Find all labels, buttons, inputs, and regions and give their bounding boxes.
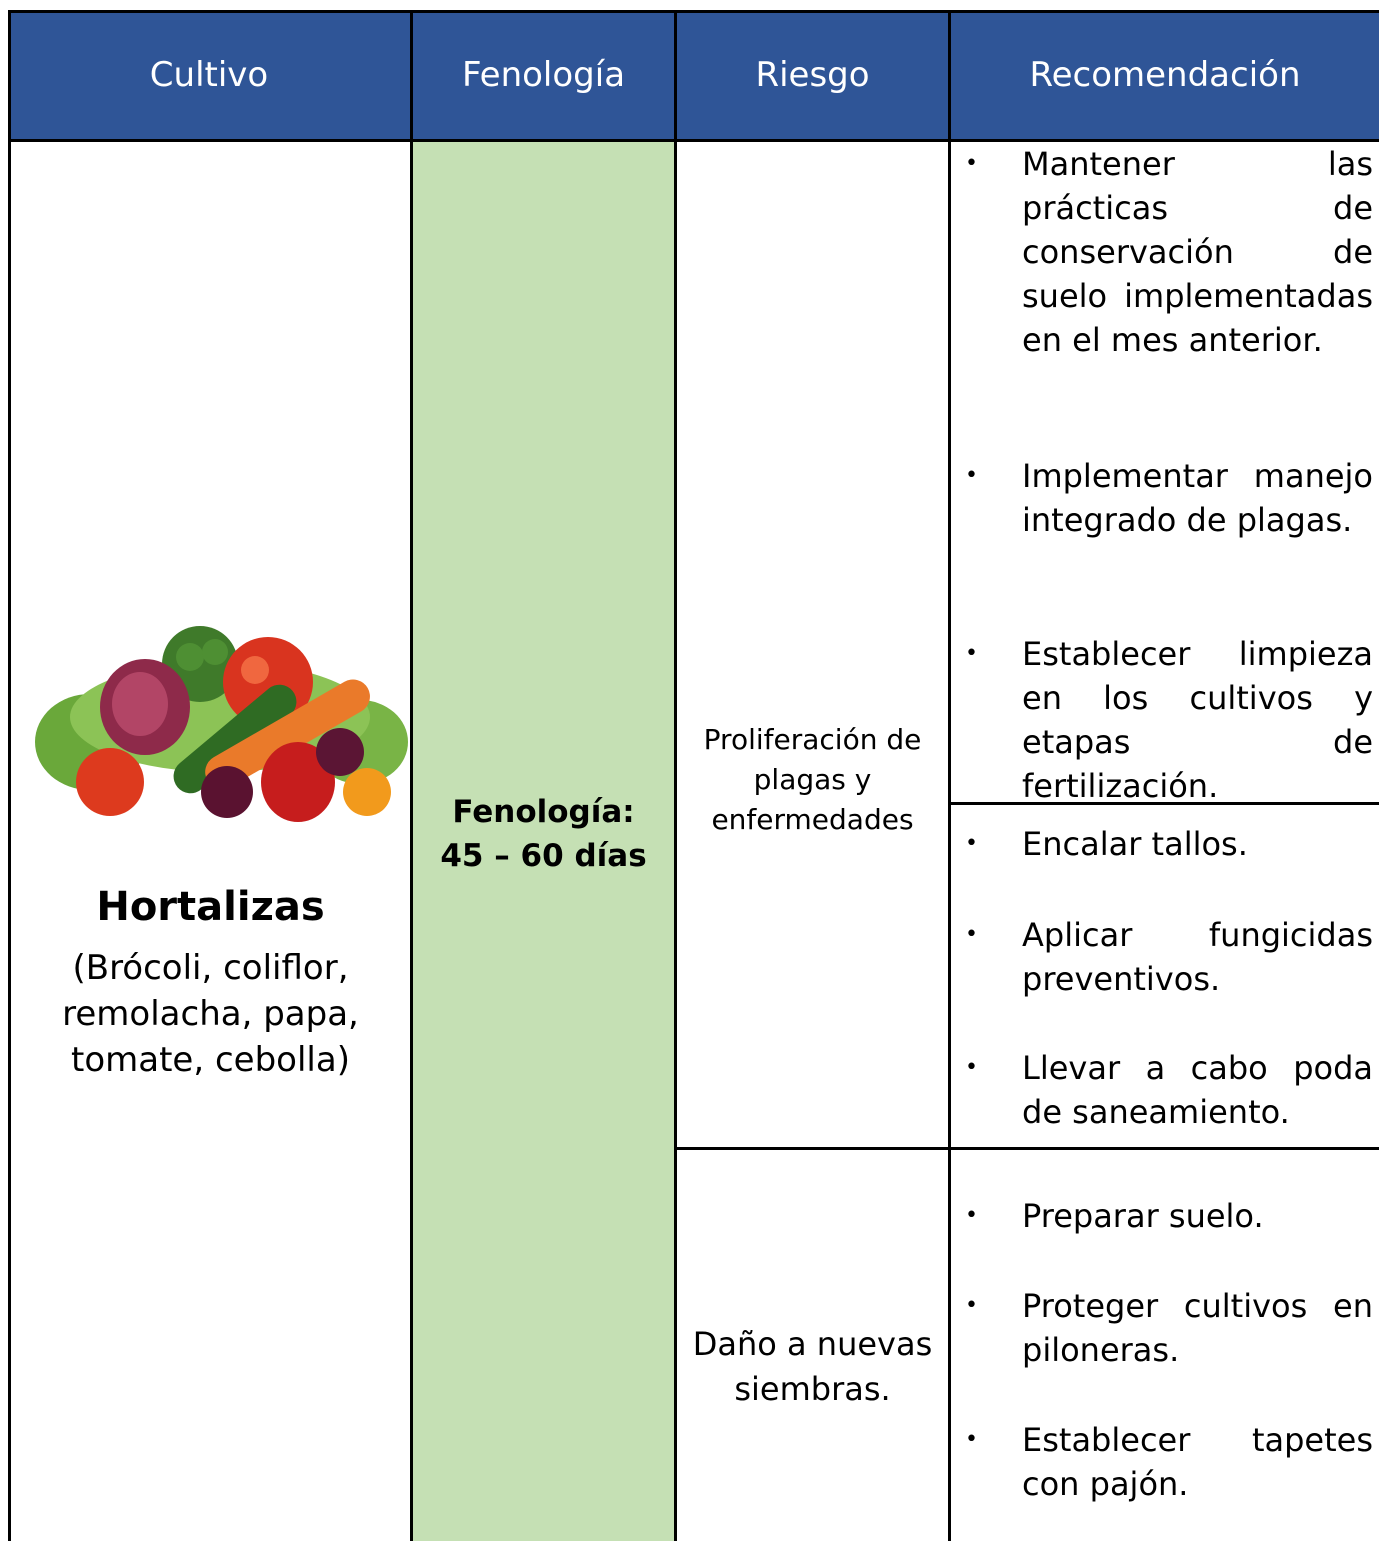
bullet-icon: •	[965, 831, 978, 856]
fenologia-value: Fenología: 45 – 60 días	[413, 790, 674, 878]
risk-new-crops: Daño a nuevas siembras.	[692, 1325, 933, 1408]
fenologia-days: 45 – 60 días	[440, 838, 647, 874]
row-divider	[674, 1147, 1379, 1150]
header-riesgo: Riesgo	[755, 54, 870, 95]
bullet-icon: •	[965, 1203, 978, 1228]
crop-name: Hortalizas	[96, 884, 325, 930]
table-border-left	[8, 10, 11, 1541]
table-header: Cultivo Fenología Riesgo Recomendación	[8, 10, 1379, 142]
bullet-icon: •	[965, 151, 978, 176]
bullet-icon: •	[965, 463, 978, 488]
column-divider	[674, 10, 677, 1541]
vegetables-image	[35, 626, 408, 822]
recommendation-table: Cultivo Fenología Riesgo Recomendación H…	[8, 10, 1379, 1541]
fenologia-label: Fenología:	[452, 794, 635, 830]
bullet-icon: •	[965, 1055, 978, 1080]
column-divider	[948, 10, 951, 1541]
crop-description: (Brócoli, coliflor, remolacha, papa, tom…	[62, 948, 359, 1080]
fenologia-column	[413, 142, 674, 1541]
bullet-icon: •	[965, 922, 978, 947]
column-divider	[410, 10, 413, 1541]
risk-pests: Proliferación de plagas y enfermedades	[703, 723, 922, 836]
header-recomendacion: Recomendación	[1029, 54, 1301, 95]
table-border-top	[8, 10, 1379, 13]
header-cultivo: Cultivo	[149, 54, 269, 95]
header-fenologia: Fenología	[461, 54, 626, 95]
bullet-icon: •	[965, 1293, 978, 1318]
bullet-icon: •	[965, 641, 978, 666]
bullet-icon: •	[965, 1427, 978, 1452]
row-divider	[948, 802, 1379, 805]
